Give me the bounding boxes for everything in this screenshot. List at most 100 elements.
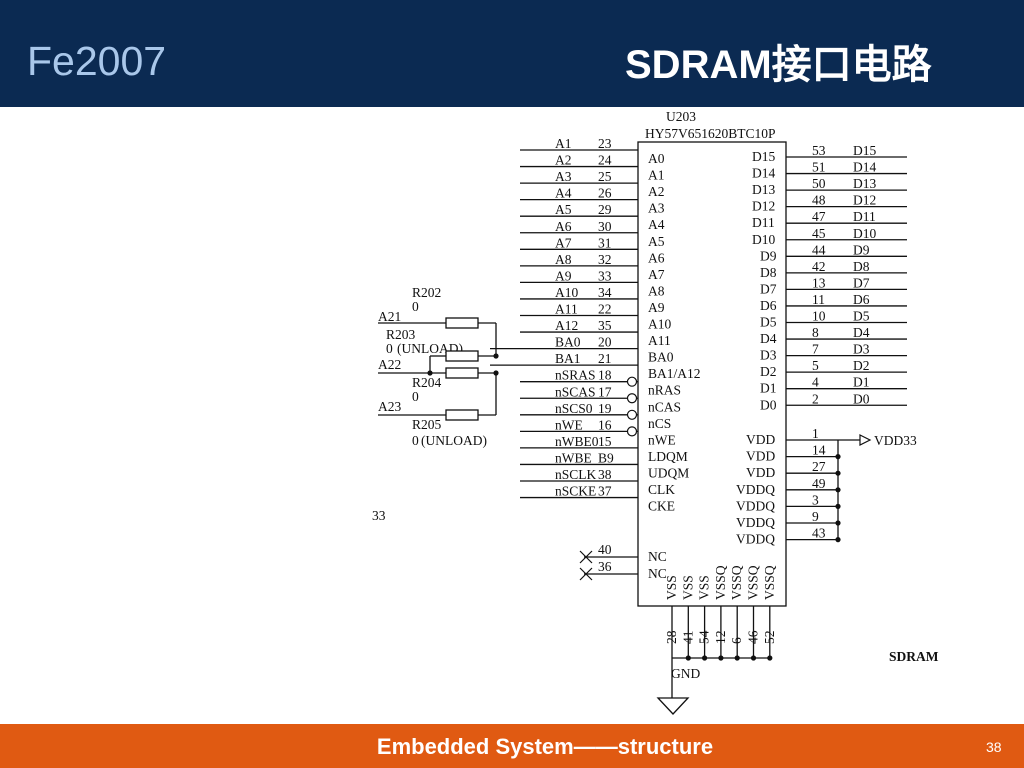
net-label-d15: D15 (853, 143, 876, 158)
net-label-a6: A6 (555, 219, 572, 234)
pin-name-a4: A4 (648, 217, 665, 232)
pin-number-37: 37 (598, 484, 612, 499)
gnd-junction (767, 655, 773, 661)
chip-part-number: HY57V651620BTC10P (645, 126, 776, 141)
resistor-r202 (445, 317, 479, 329)
net-label-ba1: BA1 (555, 351, 581, 366)
pin-number-13: 13 (812, 275, 826, 290)
inversion-bubble (626, 426, 638, 437)
net-label-a8: A8 (555, 252, 572, 267)
pin-number-50: 50 (812, 176, 826, 191)
gnd-label: GND (671, 666, 700, 681)
net-label-a22: A22 (378, 357, 401, 372)
pin-name-d3: D3 (760, 348, 777, 363)
net-label-d6: D6 (853, 292, 870, 307)
net-label-d4: D4 (853, 325, 870, 340)
pin-name-a10: A10 (648, 317, 671, 332)
pin-name-d10: D10 (752, 232, 775, 247)
pin-number-3: 3 (812, 492, 819, 507)
pin-name-vss: VSS (680, 575, 695, 600)
pin-number-34: 34 (598, 285, 612, 300)
pin-name-vddq: VDDQ (736, 532, 775, 547)
footer-title: Embedded System——structure (376, 734, 714, 759)
pin-name-ldqm: LDQM (648, 449, 688, 464)
pin-number-33: 33 (598, 268, 612, 283)
pin-number-29: 29 (598, 202, 612, 217)
inversion-bubble (626, 393, 638, 404)
resistor-r205-ref: R205 (412, 417, 442, 432)
net-label-a11: A11 (555, 302, 578, 317)
net-label-d11: D11 (853, 209, 876, 224)
net-label-d1: D1 (853, 375, 870, 390)
pin-number-nc: 36 (598, 559, 612, 574)
pin-name-d5: D5 (760, 315, 777, 330)
resistor-r204-ref: R204 (412, 375, 442, 390)
pin-name-vddq: VDDQ (736, 498, 775, 513)
pin-number-51: 51 (812, 160, 826, 175)
net-label-d9: D9 (853, 242, 870, 257)
pin-name-d0: D0 (760, 397, 777, 412)
net-label-nwbe: nWBE (555, 450, 592, 465)
pin-number-27: 27 (812, 459, 826, 474)
pin-name-cke: CKE (648, 499, 675, 514)
net-label-vdd33: VDD33 (874, 433, 917, 448)
pin-name-clk: CLK (648, 482, 675, 497)
pin-name-d13: D13 (752, 182, 775, 197)
pin-number-22: 22 (598, 302, 612, 317)
net-label-nscas: nSCAS (555, 384, 596, 399)
resistor-r205-note: (UNLOAD) (421, 433, 487, 448)
pin-name-d9: D9 (760, 248, 777, 263)
pin-name-nc: NC (648, 566, 667, 581)
net-label-a12: A12 (555, 318, 578, 333)
pin-number-35: 35 (598, 318, 612, 333)
pin-name-vssq: VSSQ (729, 565, 744, 600)
net-label-nscs0: nSCS0 (555, 401, 593, 416)
brand-label: Fe2007 (27, 38, 167, 84)
pin-name-a0: A0 (648, 151, 665, 166)
pin-name-vss: VSS (697, 575, 712, 600)
no-connect-mark (579, 550, 593, 564)
pin-name-vssq: VSSQ (746, 565, 761, 600)
pin-number-10: 10 (812, 309, 826, 324)
pin-name-a1: A1 (648, 168, 665, 183)
net-label-d13: D13 (853, 176, 876, 191)
schematic-caption: SDRAM (889, 649, 939, 664)
pin-name-nwe: nWE (648, 432, 676, 447)
net-label-a5: A5 (555, 202, 572, 217)
pin-number-7: 7 (812, 342, 819, 357)
pin-number-23: 23 (598, 136, 612, 151)
net-label-a21: A21 (378, 309, 401, 324)
resistor-r203 (445, 350, 479, 362)
net-label-nsclk: nSCLK (555, 467, 597, 482)
pin-number-14: 14 (812, 443, 826, 458)
pin-number-21: 21 (598, 351, 612, 366)
pin-name-vssq: VSSQ (762, 565, 777, 600)
pin-number-19: 19 (598, 401, 612, 416)
pin-number-30: 30 (598, 219, 612, 234)
pin-name-d2: D2 (760, 364, 777, 379)
pin-number-32: 32 (598, 252, 612, 267)
pin-name-ncs: nCS (648, 416, 671, 431)
no-connect-mark (579, 567, 593, 581)
pin-number-42: 42 (812, 259, 826, 274)
ba1-junction (493, 370, 499, 376)
net-label-nwbe0: nWBE0 (555, 434, 599, 449)
pin-number-45: 45 (812, 226, 826, 241)
net-label-a10: A10 (555, 285, 578, 300)
pin-number-8: 8 (812, 325, 819, 340)
net-label-a4: A4 (555, 186, 572, 201)
pin-name-a2: A2 (648, 184, 665, 199)
resistor-r205 (445, 409, 479, 421)
resistor-r205-value: 0 (412, 433, 419, 448)
pin-number-38: 38 (598, 467, 612, 482)
pin-number-20: 20 (598, 335, 612, 350)
pin-name-vddq: VDDQ (736, 515, 775, 530)
pin-number-12: 12 (713, 631, 728, 645)
pin-name-ncas: nCAS (648, 399, 681, 414)
net-label-d14: D14 (853, 160, 876, 175)
net-label-d3: D3 (853, 342, 870, 357)
pin-name-vdd: VDD (746, 465, 775, 480)
pin-number-25: 25 (598, 169, 612, 184)
pin-name-d12: D12 (752, 199, 775, 214)
pin-name-a9: A9 (648, 300, 665, 315)
